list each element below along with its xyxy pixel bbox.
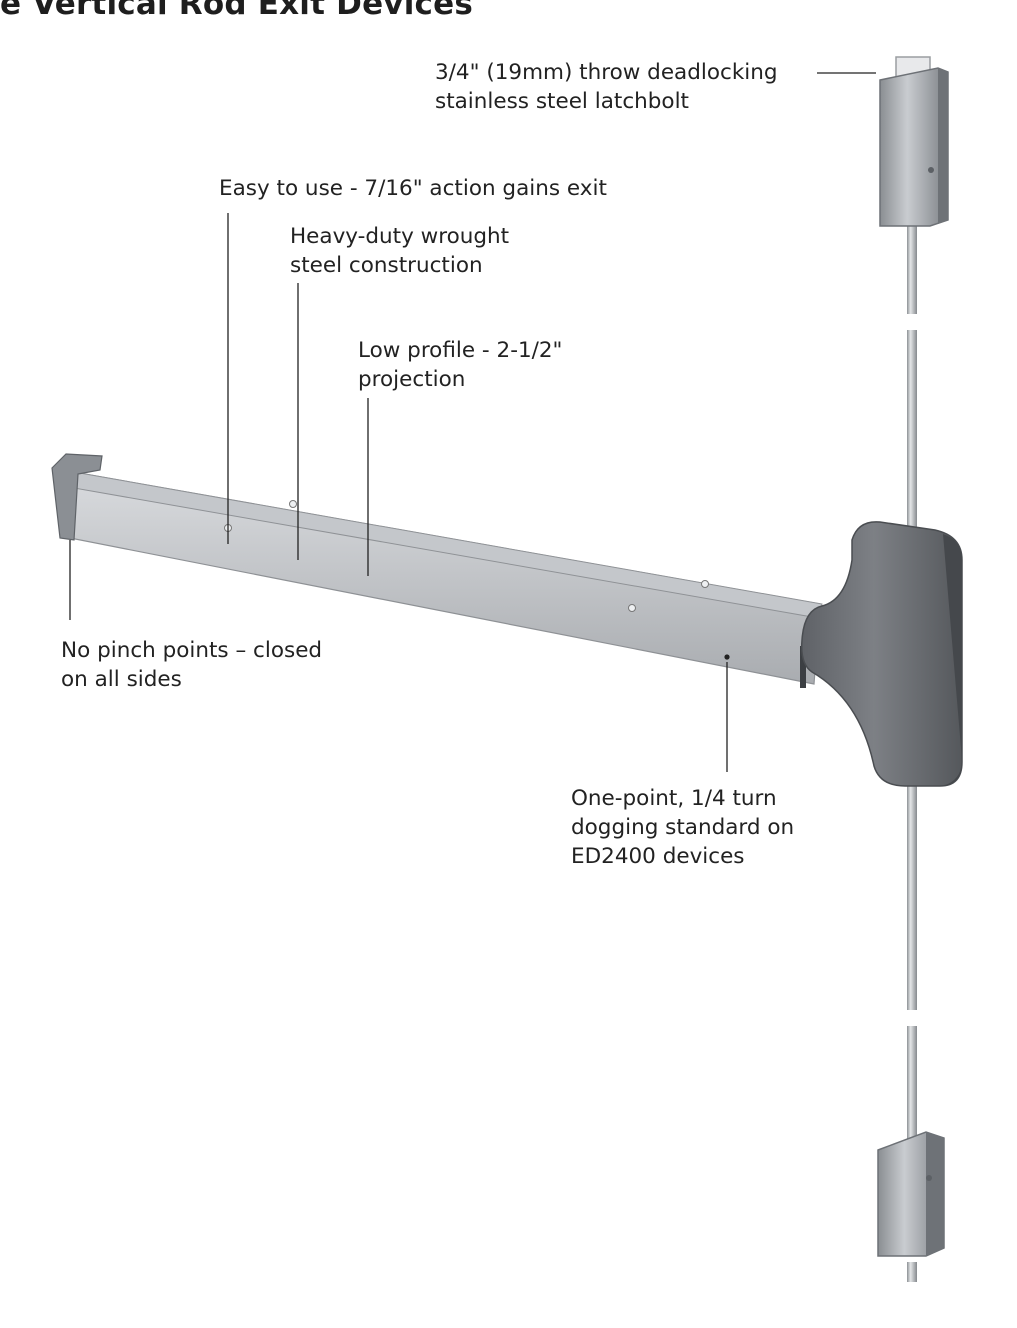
- callout-dogging: One-point, 1/4 turn dogging standard on …: [571, 784, 794, 871]
- upper-rod: [907, 222, 917, 314]
- callout-dogging-line-2: dogging standard on: [571, 815, 795, 840]
- center-housing: [800, 521, 963, 787]
- lower-rod-bottom-segment: [907, 1026, 917, 1146]
- callout-pinch: No pinch points – closed on all sides: [61, 636, 322, 694]
- dogging-point: [724, 654, 730, 660]
- callout-pinch-line-2: on all sides: [61, 667, 182, 692]
- rod-tip: [907, 1262, 917, 1282]
- leader-lines: [69, 72, 876, 772]
- lower-rod: [907, 780, 917, 1010]
- callout-action: Easy to use - 7/16" action gains exit: [219, 174, 607, 203]
- callout-construction: Heavy-duty wrought steel construction: [290, 222, 509, 280]
- callout-dogging-line-3: ED2400 devices: [571, 844, 745, 869]
- callout-pinch-line-1: No pinch points – closed: [61, 638, 323, 663]
- bottom-latch-assembly: [877, 1131, 945, 1257]
- callout-action-line-1: Easy to use - 7/16" action gains exit: [219, 176, 607, 201]
- callout-profile: Low profile - 2-1/2" projection: [358, 336, 562, 394]
- callout-latchbolt-line-1: 3/4" (19mm) throw deadlocking: [435, 60, 778, 85]
- upper-rod-lower-segment: [907, 330, 917, 530]
- callout-latchbolt: 3/4" (19mm) throw deadlocking stainless …: [435, 58, 778, 116]
- callout-latchbolt-line-2: stainless steel latchbolt: [435, 89, 689, 114]
- callout-dogging-line-1: One-point, 1/4 turn: [571, 786, 777, 811]
- callout-construction-line-2: steel construction: [290, 253, 483, 278]
- push-bar: [51, 453, 823, 688]
- top-latch-assembly: [879, 56, 949, 227]
- callout-profile-line-1: Low profile - 2-1/2": [358, 338, 563, 363]
- callout-profile-line-2: projection: [358, 367, 466, 392]
- callout-construction-line-1: Heavy-duty wrought: [290, 224, 510, 249]
- page-title: e Vertical Rod Exit Devices: [0, 0, 473, 22]
